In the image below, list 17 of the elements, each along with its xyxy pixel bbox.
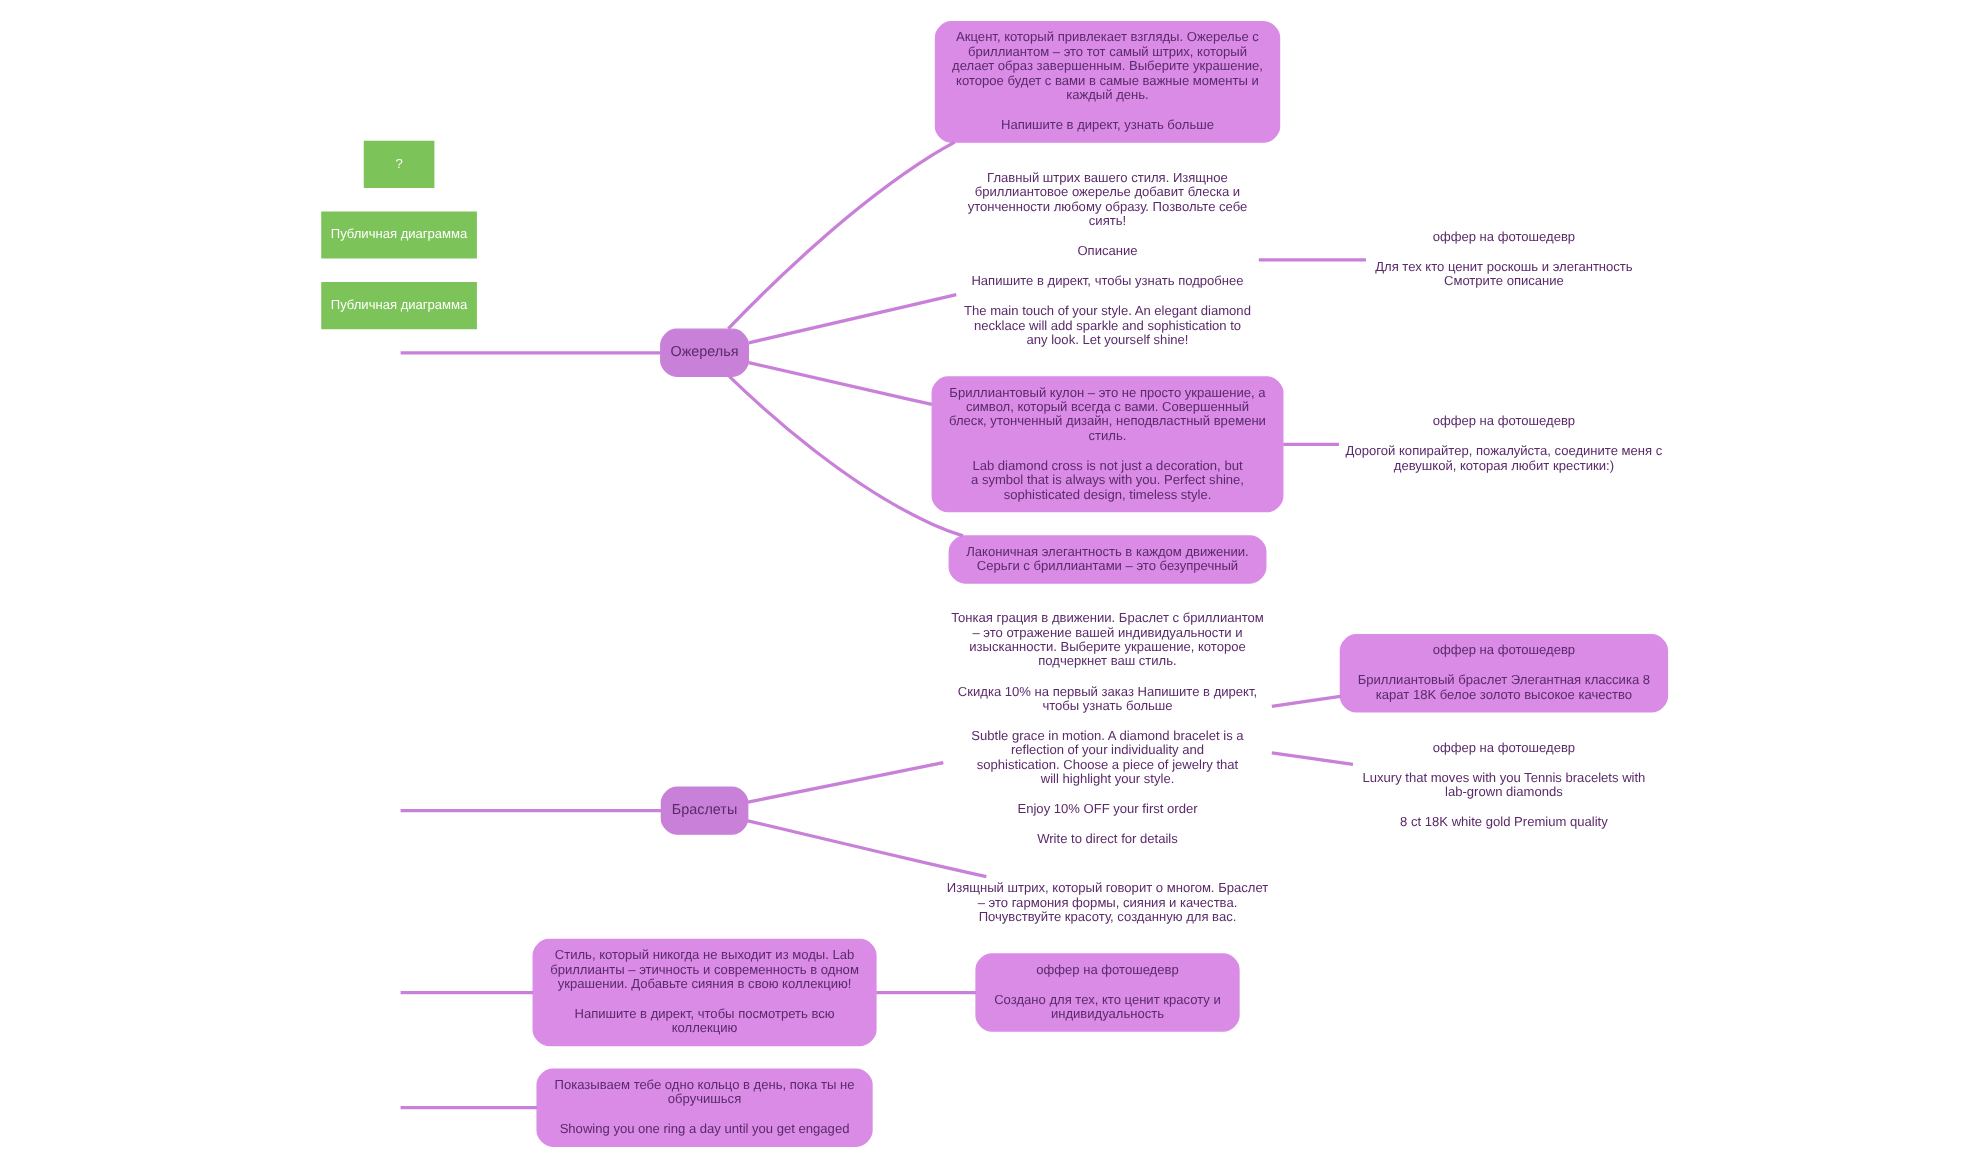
connector	[726, 140, 955, 330]
node-box: Браслеты	[659, 786, 748, 835]
connector	[1282, 442, 1338, 446]
connector	[875, 990, 976, 995]
connector	[1257, 258, 1365, 262]
connector	[399, 990, 533, 995]
connector	[1270, 694, 1340, 708]
connector	[727, 375, 963, 538]
connector	[399, 809, 661, 813]
connector	[399, 351, 660, 355]
connector	[746, 819, 986, 879]
connector	[1270, 751, 1353, 767]
node-box: Ожерелья	[659, 328, 749, 377]
connector	[399, 1106, 537, 1110]
connector	[747, 293, 956, 345]
connector	[747, 360, 932, 407]
connector	[746, 760, 943, 804]
